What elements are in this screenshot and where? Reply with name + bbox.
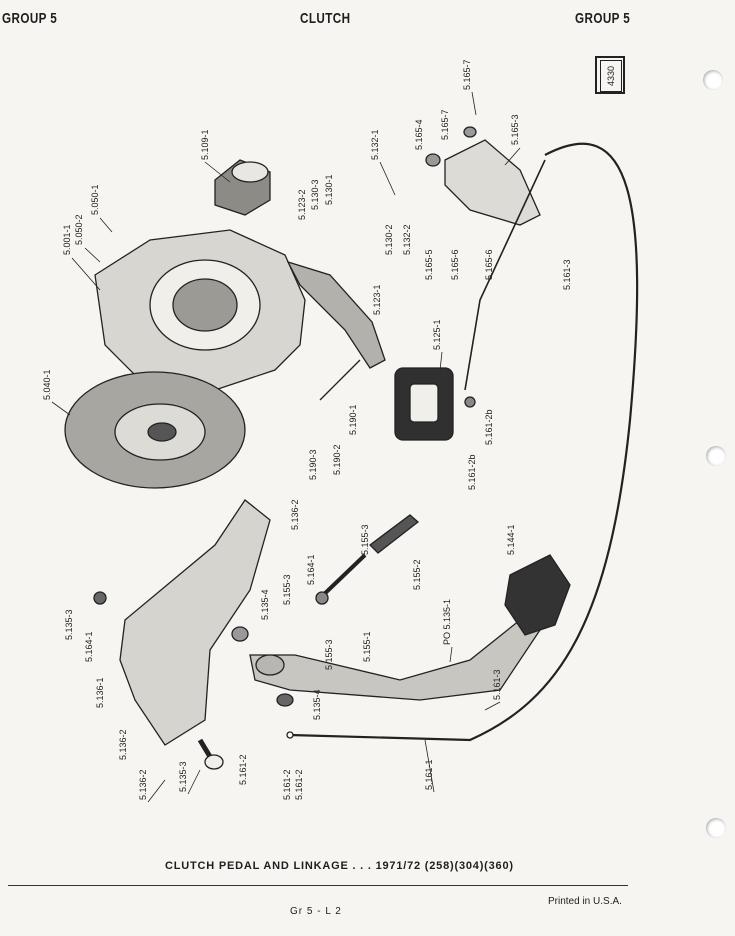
part-label: 5.123-1 [372,284,382,315]
part-label: 5.135-3 [64,609,74,640]
part-label: 5.144-1 [506,524,516,555]
binder-hole-bottom [706,818,726,838]
part-label: 5.190-2 [332,444,342,475]
part-label: 5.165-7 [462,59,472,90]
clutch-cable [289,142,639,742]
part-label: 5.164-1 [306,554,316,585]
part-label: 5.161-3 [562,259,572,290]
footer-rule [8,885,628,886]
pedal-support-bracket [119,499,271,746]
part-label: 5.155-3 [282,574,292,605]
cable-bracket [444,139,541,226]
part-label: 5.125-1 [432,319,442,350]
part-label: 5.155-3 [360,524,370,555]
part-label: 5.164-1 [84,631,94,662]
part-label: 5.135-4 [260,589,270,620]
part-label: 5.109-1 [200,129,210,160]
part-labels: 5.109-1 5.001-1 5.050-2 5.050-1 5.123-2 … [42,59,572,800]
part-label: 5.161-2 [238,754,248,785]
part-label: 5.136-2 [138,769,148,800]
part-label: 5.165-5 [424,249,434,280]
part-label: 5.135-4 [312,689,322,720]
part-label: 5.165-3 [510,114,520,145]
pedal-pad [504,554,571,636]
part-label: PO 5.135-1 [442,599,452,645]
part-label: 5.161-2b [484,409,494,445]
binder-hole-middle [706,446,726,466]
header-group-right: GROUP 5 [575,10,631,27]
part-label: 5.155-3 [324,639,334,670]
part-label: 5.155-1 [362,631,372,662]
header-title: CLUTCH [300,10,351,27]
part-label: 5.190-3 [308,449,318,480]
pedal-shaft [369,514,420,554]
part-label: 5.050-2 [74,214,84,245]
part-label: 5.136-2 [290,499,300,530]
part-label: 5.165-4 [414,119,424,150]
part-label: 5.135-3 [178,761,188,792]
printed-note: Printed in U.S.A. [548,896,622,907]
part-label: 5.130-3 [310,179,320,210]
part-label: 5.161-3 [492,669,502,700]
page-code-box: 4330 [595,56,625,94]
part-label: 5.050-1 [90,184,100,215]
part-label: 5.161-2 [294,769,304,800]
release-fork [286,260,386,369]
binder-hole-top [703,70,723,90]
figure-caption: CLUTCH PEDAL AND LINKAGE . . . 1971/72 (… [165,860,514,872]
part-label: 5.130-2 [384,224,394,255]
footer-page-number: Gr 5 - L 2 [290,906,342,917]
header-group-left: GROUP 5 [2,10,58,27]
part-label: 5.165-6 [484,249,494,280]
part-label: 5.165-7 [440,109,450,140]
part-label: 5.001-1 [62,224,72,255]
part-label: 5.132-2 [402,224,412,255]
part-label: 5.161-1 [424,759,434,790]
part-label: 5.132-1 [370,129,380,160]
part-label: 5.161-2 [282,769,292,800]
part-label: 5.190-1 [348,404,358,435]
part-label: 5.130-1 [324,174,334,205]
return-spring [319,359,361,401]
part-label: 5.123-2 [297,189,307,220]
part-label: 5.165-6 [450,249,460,280]
part-label: 5.155-2 [412,559,422,590]
part-label: 5.161-2b [467,454,477,490]
part-label: 5.040-1 [42,369,52,400]
part-label: 5.136-2 [118,729,128,760]
part-label: 5.136-1 [95,677,105,708]
